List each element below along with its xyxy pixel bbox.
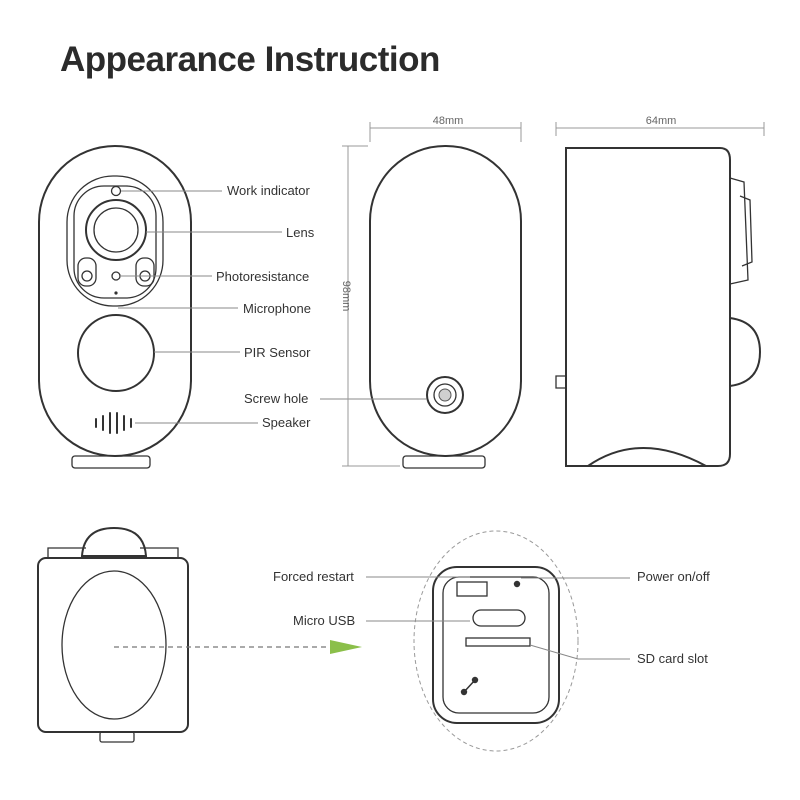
label-pir-sensor: PIR Sensor [244,345,311,360]
side-pir-dome [729,317,762,387]
sd-card-leader [529,644,630,660]
depth-dimension-label: 64mm [646,115,677,127]
height-dimension-label: 98mm [340,281,352,312]
rear-base [402,455,486,469]
page-title: Appearance Instruction [60,40,440,79]
label-photoresistance: Photoresistance [216,269,309,284]
pir-sensor-dome [77,314,155,392]
screw-hole-center [438,388,452,402]
front-base [71,455,151,469]
front-leaders [118,190,282,424]
label-sd-card: SD card slot [637,651,708,666]
label-microphone: Microphone [243,301,311,316]
work-indicator-dot [110,185,122,197]
speaker-grille [95,412,132,434]
width-dimension: 48mm [369,115,522,142]
label-screw-hole: Screw hole [244,391,308,406]
side-button [555,375,567,389]
width-dimension-label: 48mm [433,115,464,127]
port-detail: Forced restart Micro USB Power on/off SD… [273,530,710,752]
rear-view: 48mm 98mm [320,115,522,469]
label-micro-usb: Micro USB [293,613,355,628]
label-forced-restart: Forced restart [273,569,354,584]
ir-light-left [77,257,97,287]
front-view: Work indicator Lens Photoresistance Micr… [38,145,315,469]
back-view [37,526,362,743]
cover-screw-bottom [460,688,468,696]
back-top-ledge-left [47,547,86,558]
ir-led-left [81,270,93,282]
depth-dimension: 64mm [555,115,765,136]
forced-restart-button [456,581,488,597]
label-speaker: Speaker [262,415,311,430]
screw-hole-outer [426,376,464,414]
label-power: Power on/off [637,569,710,584]
label-lens: Lens [286,225,315,240]
front-body [38,145,192,457]
side-body [565,147,731,467]
lens-outer [85,199,147,261]
back-pir-dome [80,526,148,557]
sd-card-slot [465,637,531,647]
label-work-indicator: Work indicator [227,183,311,198]
back-cover-plate [61,570,167,720]
detail-frame-inner [442,576,550,714]
power-switch-dot [513,580,521,588]
screw-hole-inner [433,383,457,407]
back-top-ledge-right [140,547,179,558]
detail-frame-outer [432,566,560,724]
ir-light-right [135,257,155,287]
rear-body [369,145,522,457]
side-view: 64mm [555,115,765,467]
side-top-clip [729,177,749,285]
lens-glass [93,207,139,253]
detail-magnifier-outline [413,530,579,752]
side-top-clip-inner [739,195,753,267]
cover-screw-top [471,676,479,684]
camera-window [66,175,164,307]
photoresistance-dot [111,271,121,281]
side-base-arc [587,447,707,467]
microphone-hole [114,291,118,295]
zoom-arrow-head [330,640,362,654]
back-base [99,731,135,743]
height-dimension: 98mm [340,145,400,467]
micro-usb-port [472,609,526,627]
